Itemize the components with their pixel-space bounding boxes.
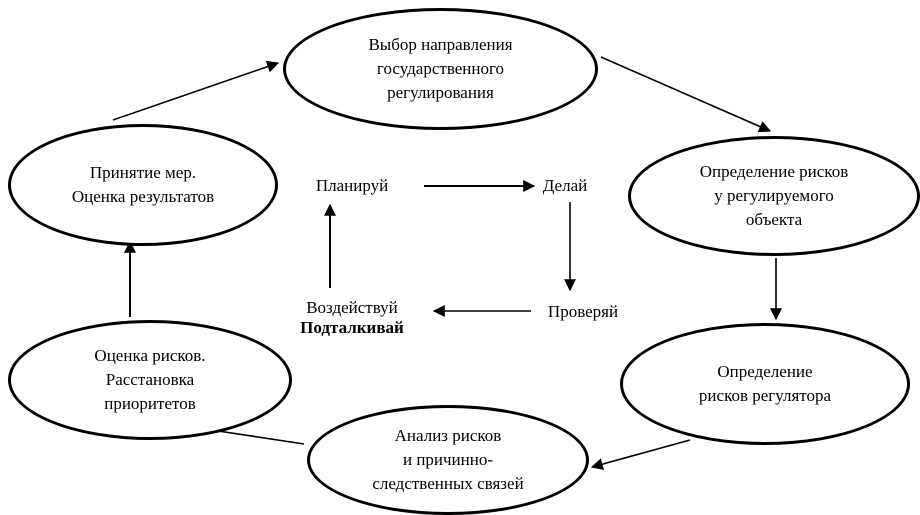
node-direction-selection-ellipse: Выбор направления государственного регул… <box>283 8 598 130</box>
node-risk-assessment-ellipse: Оценка рисков. Расстановка приоритетов <box>8 320 292 440</box>
node-regulator-risks-ellipse: Определение рисков регулятора <box>620 323 910 445</box>
pdca-do-label: Делай <box>542 176 588 195</box>
pdca-act-line1: Воздействуй <box>306 298 398 317</box>
arrow-rightlower-to-bottom <box>590 439 691 470</box>
node-risk-analysis-label: Анализ рисков и причинно- следственных с… <box>372 426 524 493</box>
node-regulated-object-risks-ellipse: Определение рисков у регулируемого объек… <box>628 136 920 256</box>
node-risk-assessment-label: Оценка рисков. Расстановка приоритетов <box>94 346 206 413</box>
node-measures-ellipse: Принятие мер. Оценка результатов <box>8 124 278 246</box>
arrow-top-to-rightupper <box>600 56 772 133</box>
node-regulated-object-risks-label: Определение рисков у регулируемого объек… <box>699 162 849 229</box>
node-measures-label: Принятие мер. Оценка результатов <box>71 163 215 206</box>
node-risk-analysis-ellipse: Анализ рисков и причинно- следственных с… <box>307 405 589 515</box>
pdca-plan-label: Планируй <box>315 176 389 195</box>
arrow-leftupper-to-top <box>112 60 280 121</box>
pdca-act-line2-bold: Подталкивай <box>300 318 404 337</box>
pdca-act-label: Воздействуй Подталкивай <box>300 298 404 338</box>
pdca-check-label: Проверяй <box>547 302 619 321</box>
node-regulator-risks-label: Определение рисков регулятора <box>698 362 832 405</box>
node-direction-selection-label: Выбор направления государственного регул… <box>368 35 513 102</box>
